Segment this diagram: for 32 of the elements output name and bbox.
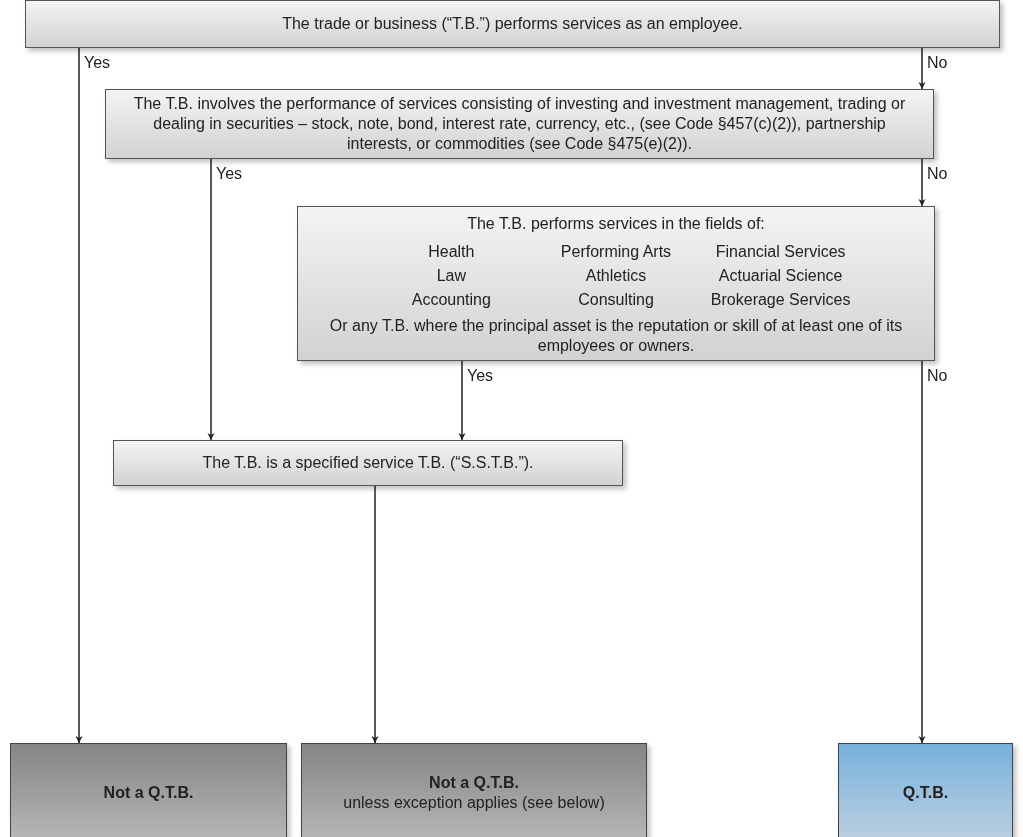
outcome-text: Not a Q.T.B.	[429, 773, 519, 793]
outcome-box	[301, 743, 647, 837]
question-box	[297, 206, 935, 361]
field-item: Athletics	[584, 265, 648, 286]
outcome-text: Not a Q.T.B.	[103, 783, 194, 803]
question-box	[113, 440, 623, 486]
field-item: Brokerage Services	[710, 289, 851, 310]
field-item: Accounting	[410, 289, 492, 310]
question-box	[25, 0, 1000, 48]
outcome-text: unless exception applies (see below)	[343, 793, 605, 813]
arrow	[918, 360, 926, 744]
outcome-text: Q.T.B.	[902, 783, 949, 803]
node-text: Or any T.B. where the principal asset is the reputation or skill of at least one of its employees or owners.	[328, 315, 904, 356]
arrow	[458, 360, 466, 441]
outcome-box	[10, 743, 287, 837]
node-text: The trade or business (“T.B.”) performs services as an employee.	[282, 14, 743, 34]
node-text: The T.B. is a specified service T.B. (“S.S.T.B.”).	[202, 453, 534, 473]
question-box	[105, 89, 934, 159]
arrow	[918, 158, 926, 207]
arrow	[371, 485, 379, 744]
arrow	[207, 158, 215, 441]
outcome-box	[838, 743, 1013, 837]
node-text: The T.B. involves the performance of services consisting of investing and investment management, trading or dealing in securities – stock, note, bond, interest rate, currency, etc., (see Code §457(c)(2)), partnership interests, or commodities (see Code §475(e)(2)).	[132, 94, 907, 154]
field-item: Consulting	[577, 289, 655, 310]
arrow	[75, 47, 83, 744]
field-item: Actuarial Science	[717, 265, 844, 286]
arrow	[918, 47, 926, 90]
field-item: Performing Arts	[559, 241, 673, 262]
field-item: Health	[427, 241, 476, 262]
field-item: Law	[435, 265, 467, 286]
node-heading: The T.B. performs services in the fields of:	[467, 213, 765, 234]
field-item: Financial Services	[714, 241, 847, 262]
